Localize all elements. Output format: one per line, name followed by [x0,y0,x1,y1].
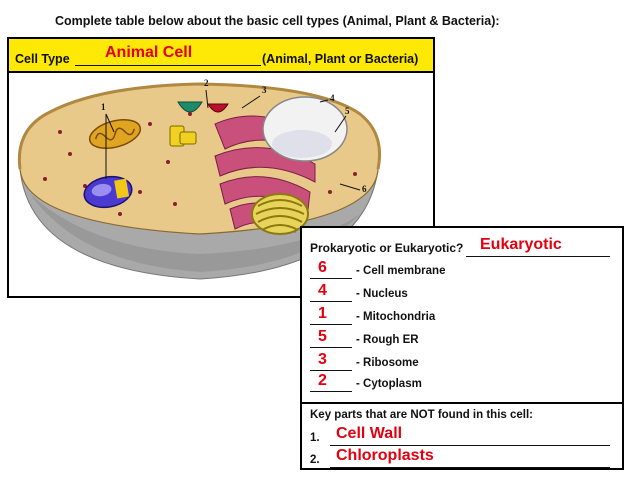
cell-membrane [17,82,382,170]
missing-row: 2. Chloroplasts [310,447,616,471]
diagram-label-3: 3 [262,85,267,95]
cell-type-header: Cell Type Animal Cell (Animal, Plant or … [9,39,433,73]
answer-box: Prokaryotic or Eukaryotic? Eukaryotic 6 … [300,226,624,470]
lysosome [83,175,133,209]
part-name: - Ribosome [356,357,419,369]
part-number: 4 [318,282,327,299]
golgi-apparatus [251,193,309,235]
leader-lines [105,89,361,191]
part-blank [310,278,352,279]
vesicle-red [207,103,229,113]
part-blank [310,324,352,325]
animal-cell-diagram: 1 2 3 4 5 6 [17,78,382,280]
cell-type-answer: Animal Cell [105,44,193,61]
cell-type-label: Cell Type [15,52,70,66]
vesicle-green [177,101,203,113]
part-name: - Cytoplasm [356,378,422,390]
prokaryotic-label: Prokaryotic or Eukaryotic? [310,241,464,255]
diagram-label-4: 4 [330,93,335,103]
prokaryotic-answer: Eukaryotic [480,236,562,253]
diagram-label-6: 6 [362,184,367,194]
cell-base-shadow [30,194,360,272]
part-name: - Rough ER [356,334,419,346]
centriole [169,125,197,147]
part-blank [310,391,352,392]
part-blank [310,347,352,348]
divider [302,402,622,404]
part-number: 6 [318,259,327,276]
diagram-label-1: 1 [101,102,106,112]
missing-number: 2. [310,454,320,466]
part-blank [310,301,352,302]
diagram-label-2: 2 [204,78,209,88]
missing-answer: Cell Wall [336,425,403,442]
prokaryotic-blank [466,256,610,257]
missing-number: 1. [310,432,320,444]
part-number: 2 [318,372,327,389]
part-number: 3 [318,351,327,368]
part-number: 1 [318,305,327,322]
missing-row: 1. Cell Wall [310,425,616,449]
cell-type-blank [75,65,261,66]
part-name: - Mitochondria [356,311,436,323]
nucleus [262,96,348,162]
part-name: - Nucleus [356,288,408,300]
mitochondrion [88,119,142,149]
diagram-label-5: 5 [345,106,350,116]
cell-type-options: (Animal, Plant or Bacteria) [262,52,419,66]
part-number: 5 [318,328,327,345]
part-name: - Cell membrane [356,265,446,277]
part-blank [310,370,352,371]
instruction-text: Complete table below about the basic cel… [55,14,500,28]
missing-parts-heading: Key parts that are NOT found in this cel… [310,409,534,421]
missing-answer: Chloroplasts [336,447,434,464]
missing-blank [330,467,610,468]
missing-blank [330,445,610,446]
